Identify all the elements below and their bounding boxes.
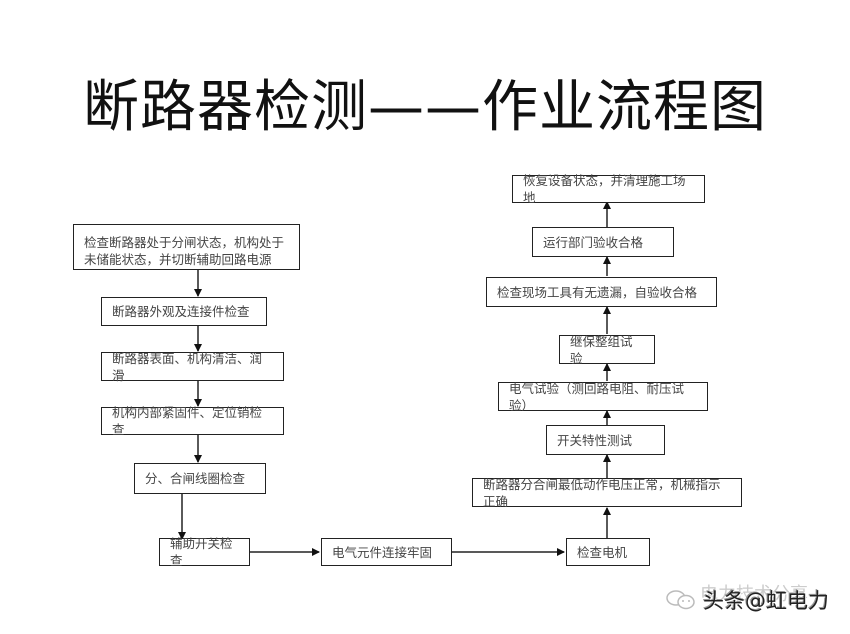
step-label: 电气试验（测回路电阻、耐压试验）	[509, 380, 685, 413]
step-box: 断路器外观及连接件检查	[101, 297, 267, 326]
step-label: 开关特性测试	[557, 432, 633, 448]
step-box: 断路器分合闸最低动作电压正常，机械指示正确	[472, 476, 742, 509]
step-box: 检查现场工具有无遗漏，自验收合格	[486, 277, 717, 307]
step-box: 电气元件连接牢固	[321, 538, 452, 566]
wechat-icon	[665, 589, 697, 611]
step-box: 检查断路器处于分闸状态，机构处于未储能状态，并切断辅助回路电源	[73, 224, 300, 270]
step-label: 辅助开关检查	[170, 536, 233, 568]
step-label: 断路器外观及连接件检查	[112, 304, 250, 319]
watermark-text: 头条@虹电力	[703, 589, 829, 613]
step-box: 恢复设备状态，并清理施工场地	[512, 173, 705, 205]
step-box: 检查电机	[566, 538, 650, 566]
watermark: 头条@虹电力	[665, 585, 829, 615]
step-label: 分、合闸线圈检查	[145, 471, 246, 486]
step-box: 分、合闸线圈检查	[134, 463, 266, 494]
step-box: 继保整组试验	[559, 333, 655, 366]
step-label: 运行部门验收合格	[543, 234, 644, 250]
step-label: 电气元件连接牢固	[332, 544, 433, 560]
page-title: 断路器检测——作业流程图	[83, 75, 767, 140]
step-box: 辅助开关检查	[159, 536, 250, 568]
step-label: 机构内部紧固件、定位销检查	[112, 405, 263, 437]
step-label: 断路器分合闸最低动作电压正常，机械指示正确	[483, 476, 721, 509]
step-label: 恢复设备状态，并清理施工场地	[523, 173, 686, 205]
step-box: 运行部门验收合格	[532, 227, 674, 257]
step-box: 断路器表面、机构清洁、润滑	[101, 350, 284, 383]
watermark-ghost-text: 电力技术分享	[700, 584, 808, 605]
step-label: 继保整组试验	[570, 333, 633, 366]
step-box: 电气试验（测回路电阻、耐压试验）	[498, 380, 708, 413]
step-box: 开关特性测试	[546, 425, 665, 455]
step-box: 机构内部紧固件、定位销检查	[101, 405, 284, 437]
step-label: 检查电机	[577, 544, 628, 560]
step-label: 检查现场工具有无遗漏，自验收合格	[497, 284, 698, 300]
step-label: 检查断路器处于分闸状态，机构处于未储能状态，并切断辅助回路电源	[84, 235, 285, 267]
step-label: 断路器表面、机构清洁、润滑	[112, 350, 263, 383]
